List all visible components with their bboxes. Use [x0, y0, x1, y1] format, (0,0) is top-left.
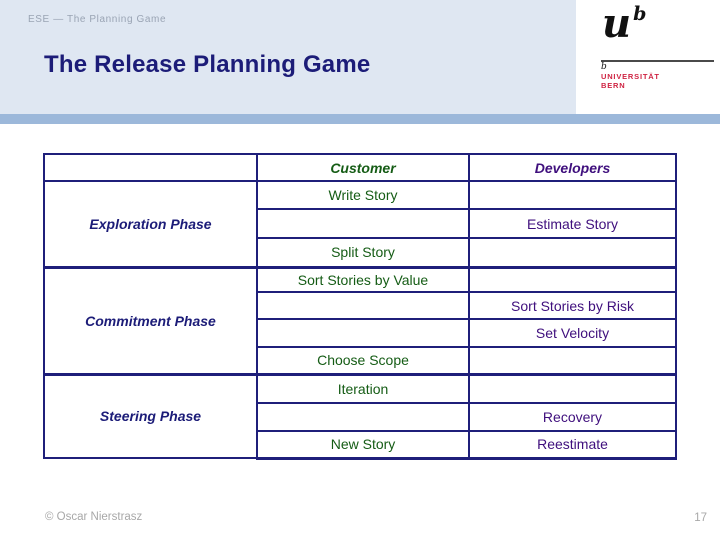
empty-corner-cell	[43, 153, 258, 182]
logo-small-b: b	[601, 62, 607, 72]
developers-cell: Recovery	[468, 402, 677, 432]
empty-cell	[468, 346, 677, 375]
logo-superscript-b: b	[633, 3, 647, 25]
page-number: 17	[694, 512, 707, 524]
page-title: The Release Planning Game	[44, 51, 371, 78]
release-planning-table: Customer Developers Exploration Phase Wr…	[43, 153, 677, 460]
divider-bar	[0, 114, 720, 124]
customer-cell: Iteration	[256, 372, 470, 404]
empty-cell	[468, 265, 677, 293]
phase-label-commitment: Commitment Phase	[43, 265, 258, 375]
developers-column-header: Developers	[468, 153, 677, 182]
logo-divider-line	[601, 60, 714, 62]
empty-cell	[256, 402, 470, 432]
copyright-text: © Oscar Nierstrasz	[45, 511, 143, 523]
customer-cell: Write Story	[256, 180, 470, 210]
phase-label-steering: Steering Phase	[43, 372, 258, 459]
logo-university-label: UNIVERSITÄT	[601, 72, 660, 81]
customer-cell: Choose Scope	[256, 346, 470, 375]
phase-label-exploration: Exploration Phase	[43, 180, 258, 268]
empty-cell	[468, 180, 677, 210]
customer-column-header: Customer	[256, 153, 470, 182]
empty-cell	[256, 291, 470, 320]
customer-cell: Sort Stories by Value	[256, 265, 470, 293]
breadcrumb: ESE — The Planning Game	[28, 14, 167, 25]
empty-cell	[468, 372, 677, 404]
developers-cell: Estimate Story	[468, 208, 677, 239]
empty-cell	[256, 208, 470, 239]
developers-cell: Reestimate	[468, 430, 677, 460]
developers-cell: Set Velocity	[468, 318, 677, 348]
customer-cell: New Story	[256, 430, 470, 460]
empty-cell	[256, 318, 470, 348]
customer-cell: Split Story	[256, 237, 470, 268]
developers-cell: Sort Stories by Risk	[468, 291, 677, 320]
logo-city-label: BERN	[601, 81, 626, 90]
empty-cell	[468, 237, 677, 268]
